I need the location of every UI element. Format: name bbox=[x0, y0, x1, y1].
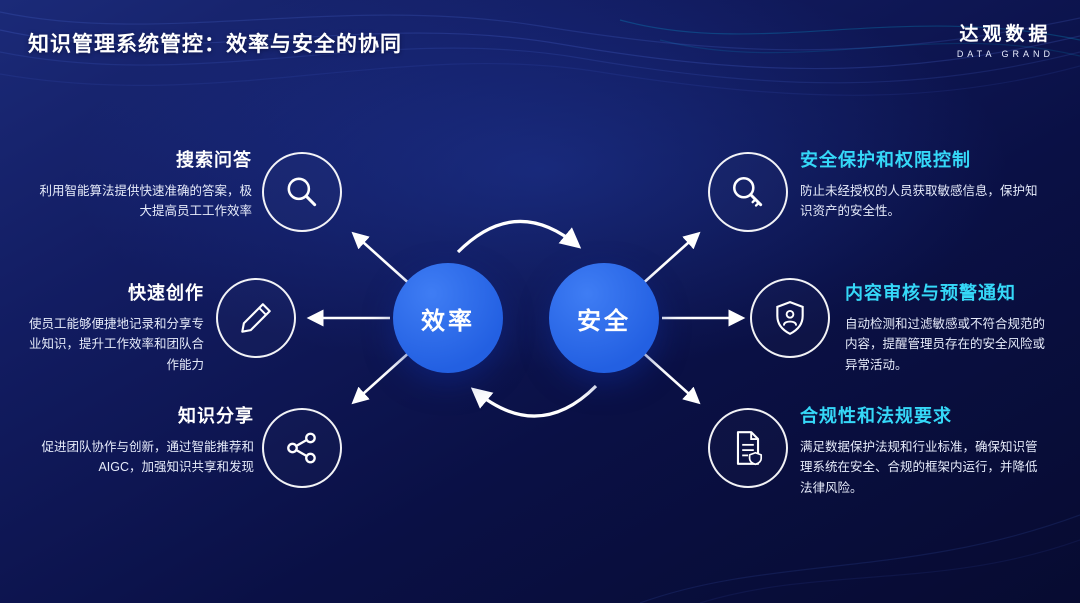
feature-title: 内容审核与预警通知 bbox=[845, 283, 1016, 303]
arrow-security-to-permission bbox=[639, 231, 701, 287]
page-title: 知识管理系统管控：效率与安全的协同 bbox=[28, 33, 402, 56]
security-hub: 安全 bbox=[549, 263, 659, 373]
feature-description: 满足数据保护法规和行业标准，确保知识管理系统在安全、合规的框架内运行，并降低法律… bbox=[800, 440, 1038, 495]
search-icon-circle bbox=[262, 152, 342, 232]
feature-description: 自动检测和过滤敏感或不符合规范的内容，提醒管理员存在的安全风险或异常活动。 bbox=[845, 317, 1046, 372]
efficiency-hub-label: 效率 bbox=[421, 307, 475, 335]
shield-user-icon bbox=[776, 301, 804, 336]
pencil-icon-circle bbox=[216, 278, 296, 358]
brand-logo-name: 达观数据 bbox=[959, 24, 1052, 45]
security-hub-label: 安全 bbox=[577, 307, 631, 335]
feature-item-compliance: 合规性和法规要求 满足数据保护法规和行业标准，确保知识管理系统在安全、合规的框架… bbox=[800, 402, 1042, 498]
share-icon bbox=[287, 432, 316, 464]
brand-logo-subtitle: DATA GRAND bbox=[956, 48, 1054, 59]
share-icon-circle bbox=[262, 408, 342, 488]
arrow-efficiency-to-search bbox=[351, 231, 413, 287]
arrow-cycle-bottom bbox=[470, 384, 598, 418]
feature-item-quick-creation: 快速创作 使员工能够便捷地记录和分享专业知识，提升工作效率和团队合作能力 bbox=[18, 279, 204, 375]
feature-title: 合规性和法规要求 bbox=[800, 406, 952, 426]
arrow-security-to-compliance bbox=[639, 349, 701, 405]
feature-description: 利用智能算法提供快速准确的答案，极大提高员工工作效率 bbox=[39, 184, 252, 219]
feature-title: 知识分享 bbox=[178, 406, 254, 426]
pencil-icon bbox=[241, 303, 271, 333]
feature-description: 促进团队协作与创新，通过智能推荐和AIGC，加强知识共享和发现 bbox=[41, 440, 254, 475]
feature-item-search-qa: 搜索问答 利用智能算法提供快速准确的答案，极大提高员工工作效率 bbox=[30, 146, 252, 222]
key-search-icon bbox=[733, 177, 763, 207]
efficiency-hub: 效率 bbox=[393, 263, 503, 373]
document-shield-icon-circle bbox=[708, 408, 788, 488]
feature-item-content-audit: 内容审核与预警通知 自动检测和过滤敏感或不符合规范的内容，提醒管理员存在的安全风… bbox=[845, 279, 1052, 375]
arrow-cycle-top bbox=[456, 219, 582, 254]
shield-user-icon-circle bbox=[750, 278, 830, 358]
feature-title: 快速创作 bbox=[128, 283, 204, 303]
feature-description: 防止未经授权的人员获取敏感信息，保护知识资产的安全性。 bbox=[800, 184, 1038, 219]
document-shield-icon bbox=[736, 431, 763, 466]
search-icon bbox=[287, 177, 317, 207]
key-search-icon-circle bbox=[708, 152, 788, 232]
feature-title: 搜索问答 bbox=[176, 150, 252, 170]
feature-item-permission-control: 安全保护和权限控制 防止未经授权的人员获取敏感信息，保护知识资产的安全性。 bbox=[800, 146, 1048, 222]
feature-title: 安全保护和权限控制 bbox=[800, 150, 971, 170]
brand-logo: 达观数据 DATA GRAND bbox=[957, 24, 1054, 59]
feature-item-knowledge-sharing: 知识分享 促进团队协作与创新，通过智能推荐和AIGC，加强知识共享和发现 bbox=[40, 402, 254, 478]
feature-description: 使员工能够便捷地记录和分享专业知识，提升工作效率和团队合作能力 bbox=[28, 317, 204, 372]
arrow-efficiency-to-share bbox=[351, 349, 413, 405]
